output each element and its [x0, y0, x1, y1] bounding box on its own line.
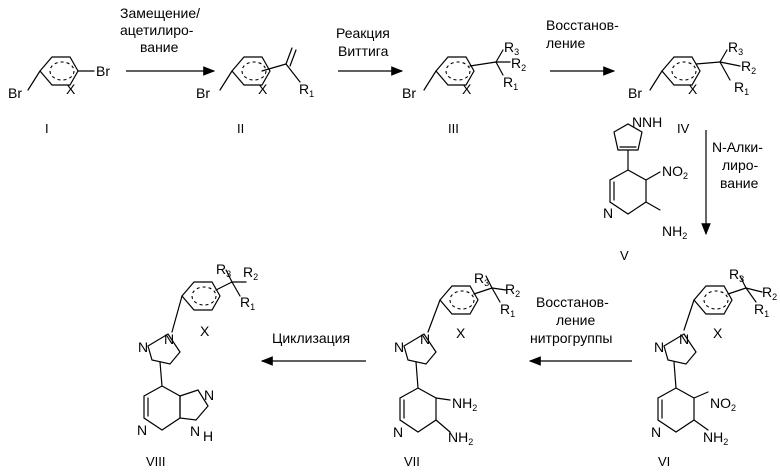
pyrazole-n-label: N — [138, 339, 148, 355]
pyridine-n-label: N — [137, 422, 147, 438]
step-label-line: ление — [546, 35, 586, 51]
r2-label: R2 — [741, 58, 756, 76]
r3-label: R3 — [474, 270, 489, 288]
x-atom-label: X — [462, 81, 472, 97]
bromine-label: Br — [96, 63, 110, 79]
x-atom-label: X — [456, 325, 466, 341]
step-label-line: Циклизация — [272, 330, 350, 346]
compound-vii: R3 R2 R1 X N N N NH2 NH2 VII — [393, 270, 520, 469]
amine-label: NH2 — [448, 429, 473, 447]
compound-number-iv: IV — [677, 121, 690, 136]
r3-label: R3 — [728, 39, 743, 57]
r1-label: R1 — [299, 81, 314, 99]
pyrazole-n-label: N — [679, 331, 689, 347]
compound-number-vii: VII — [404, 454, 420, 469]
compound-ii: Br X R1 II — [196, 48, 314, 136]
step-label-line: Восстанов- — [546, 17, 619, 33]
imidazole-h-label: H — [203, 428, 213, 444]
nh-label: NH — [642, 114, 662, 130]
step-label-line: Реакция — [336, 25, 390, 41]
step-3: Восстанов- ление — [546, 17, 619, 71]
pyrazole-n-label: N — [654, 339, 664, 355]
imidazole-nh-label: N — [190, 423, 200, 439]
r1-label: R1 — [500, 301, 515, 319]
pyridine-n-label: N — [393, 424, 403, 440]
compound-number-iii: III — [448, 121, 459, 136]
step-label-line: N-Алки- — [712, 139, 763, 155]
r3-label: R3 — [729, 266, 744, 284]
compound-vi: R3 R2 R1 X N N N NO2 NH2 VI — [651, 266, 777, 469]
r1-label: R1 — [240, 294, 255, 312]
pyrazole-n-label: N — [420, 331, 430, 347]
x-atom-label: X — [713, 325, 723, 341]
bromine-label: Br — [196, 85, 210, 101]
nh-label: N — [632, 114, 642, 130]
r1-label: R1 — [754, 301, 769, 319]
amine-label: NH2 — [452, 395, 477, 413]
step-5: Восстанов- ление нитрогруппы — [530, 294, 632, 361]
compound-iii: Br X R3 R2 R1 III — [402, 39, 526, 136]
imidazole-n-label: N — [204, 387, 214, 403]
bromine-label: Br — [8, 85, 22, 101]
step-label-line: нитрогруппы — [530, 330, 613, 346]
nitro-label: NO2 — [662, 163, 688, 181]
step-label-line: Виттига — [338, 43, 389, 59]
amine-label: NH2 — [703, 429, 728, 447]
bromine-label: Br — [628, 85, 642, 101]
step-label-line: вание — [720, 175, 759, 191]
bromine-label: Br — [402, 85, 416, 101]
step-label-line: Восстанов- — [536, 294, 609, 310]
pyridine-n-label: N — [603, 205, 613, 221]
compound-number-ii: II — [237, 121, 244, 136]
r2-label: R2 — [243, 264, 258, 282]
step-6: Циклизация — [262, 330, 366, 361]
step-4: N-Алки- лиро- вание — [706, 130, 763, 234]
x-atom-label: X — [258, 81, 268, 97]
compound-number-i: I — [45, 121, 49, 136]
amine-label: NH2 — [662, 223, 687, 241]
step-label-line: лиро- — [722, 157, 759, 173]
step-2: Реакция Виттига — [336, 25, 402, 71]
compound-i: Br Br X I — [8, 57, 110, 136]
step-label-line: ацетилиро- — [120, 22, 194, 38]
compound-v: N NH N NO2 NH2 V — [603, 114, 688, 263]
r1-label: R1 — [734, 79, 749, 97]
compound-number-v: V — [620, 248, 629, 263]
compound-viii: R3 R2 R1 X N N N N N H VIII — [137, 261, 258, 469]
pyridine-n-label: N — [651, 424, 661, 440]
r1-label: R1 — [503, 74, 518, 92]
x-atom-label: X — [200, 323, 210, 339]
pyrazole-n-label: N — [394, 339, 404, 355]
x-atom-label: X — [66, 81, 76, 97]
r2-label: R2 — [505, 281, 520, 299]
x-atom-label: X — [688, 81, 698, 97]
step-label-line: ление — [556, 312, 596, 328]
r2-label: R2 — [511, 55, 526, 73]
compound-number-viii: VIII — [146, 454, 166, 469]
step-label-line: Замещение/ — [120, 5, 200, 21]
step-label-line: вание — [140, 39, 179, 55]
r2-label: R2 — [762, 284, 777, 302]
r3-label: R3 — [216, 261, 231, 279]
pyrazole-n-label: N — [164, 331, 174, 347]
nitro-label: NO2 — [710, 395, 736, 413]
compound-number-vi: VI — [658, 454, 670, 469]
step-1: Замещение/ ацетилиро- вание — [120, 5, 214, 71]
